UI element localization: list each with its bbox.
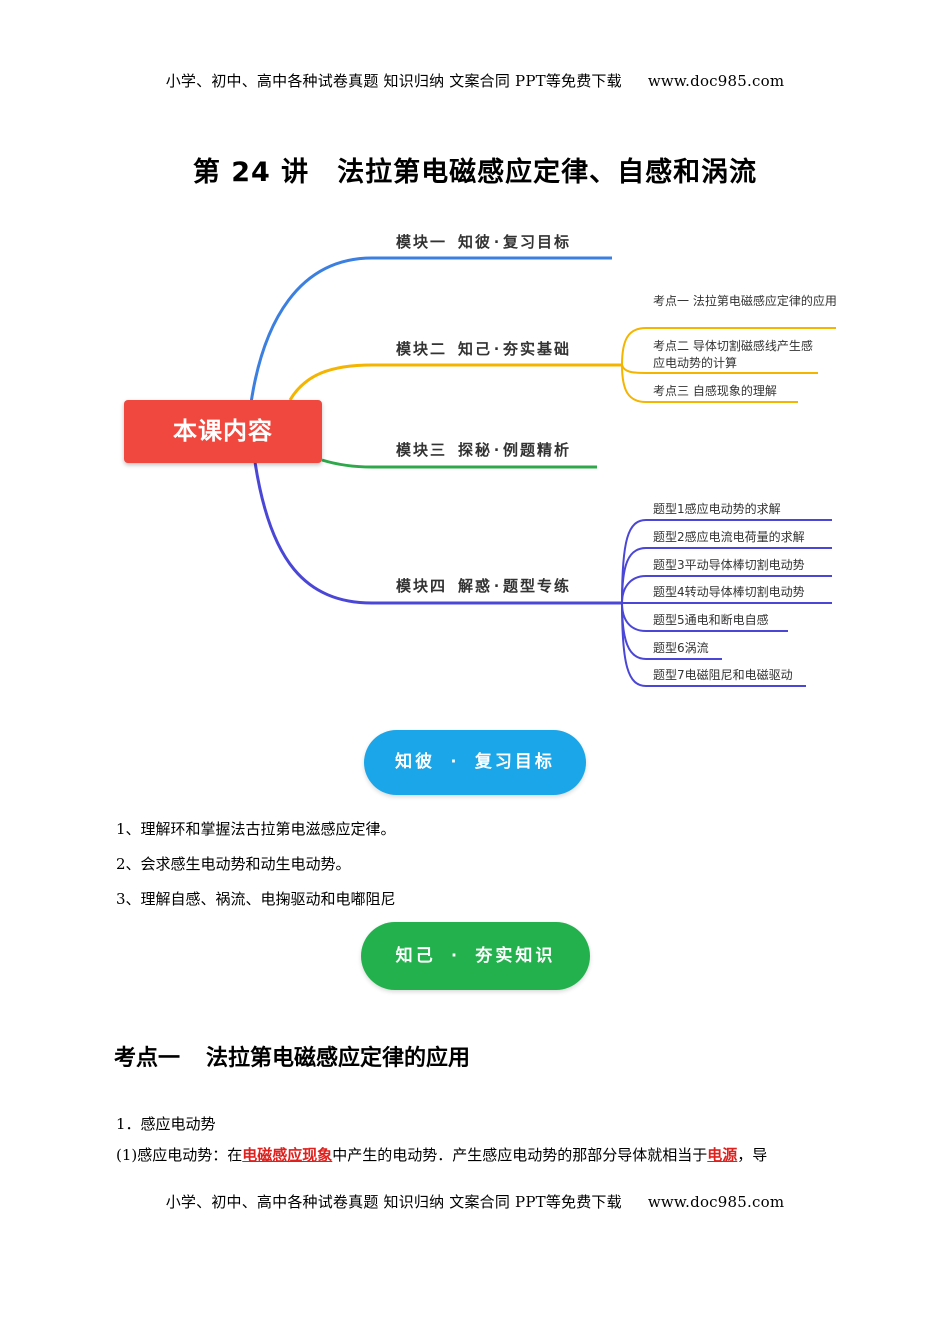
section-title: 法拉第电磁感应定律的应用 — [206, 1046, 471, 1071]
module-2-item-2: 考点二 导体切割磁感线产生感应电动势的计算 — [653, 339, 813, 370]
module-3-label: 模块三 探秘·例题精析 — [396, 441, 572, 459]
title-topic: 法拉第电磁感应定律、自感和涡流 — [337, 157, 758, 188]
title-lecture: 第 24 讲 — [192, 157, 310, 188]
module-2-item-1: 考点一 法拉第电磁感应定律的应用 — [653, 294, 837, 308]
module-2-item-3: 考点三 自感现象的理解 — [653, 384, 777, 398]
paragraph-text: ，导 — [737, 1146, 768, 1164]
goal-item-3: 3、理解自感、祸流、电掬驱动和电嘟阻尼 — [116, 890, 396, 908]
mind-map-connectors — [248, 256, 836, 687]
module-4-item-7: 题型7电磁阻尼和电磁驱动 — [653, 668, 793, 682]
mind-map: 本课内容 模块一 知彼·复习目标 模块二 知己·夯实基础 模块三 探秘·例题精析… — [124, 233, 837, 687]
mind-map-center-node: 本课内容 — [124, 400, 322, 463]
page-title: 第 24 讲法拉第电磁感应定律、自感和涡流 — [0, 150, 950, 189]
footer-site-link[interactable]: www.doc985.com — [647, 1193, 785, 1211]
module-2-label: 模块二 知己·夯实基础 — [396, 340, 572, 358]
module-4-item-3: 题型3平动导体棒切割电动势 — [653, 558, 805, 572]
foundation-banner: 知己 · 夯实知识 — [361, 922, 590, 990]
module-4-item-1: 题型1感应电动势的求解 — [653, 502, 781, 516]
module-1-label: 模块一 知彼·复习目标 — [396, 233, 572, 251]
footer-text: 小学、初中、高中各种试卷真题 知识归纳 文案合同 PPT等免费下载 — [165, 1193, 622, 1211]
module-4-item-2: 题型2感应电流电荷量的求解 — [653, 530, 805, 544]
branch-module-4 — [253, 461, 622, 605]
goal-item-2: 2、会求感生电动势和动生电动势。 — [116, 855, 351, 873]
branch-module-3 — [321, 458, 597, 469]
paragraph-emf: (1)感应电动势：在电磁感应现象中产生的电动势．产生感应电动势的那部分导体就相当… — [116, 1144, 767, 1165]
review-goals-banner: 知彼 · 复习目标 — [364, 730, 586, 795]
section-heading: 考点一法拉第电磁感应定律的应用 — [114, 1040, 470, 1072]
module-4-item-4: 题型4转动导体棒切割电动势 — [653, 585, 805, 599]
section-label: 考点一 — [114, 1046, 181, 1071]
page-header: 小学、初中、高中各种试卷真题 知识归纳 文案合同 PPT等免费下载 www.doc… — [0, 70, 950, 91]
paragraph-text: (1)感应电动势：在 — [116, 1146, 243, 1164]
subheading-emf: 1．感应电动势 — [116, 1115, 216, 1133]
module-4-item-5: 题型5通电和断电自感 — [653, 613, 769, 627]
highlight-term: 电源 — [707, 1146, 738, 1164]
module-4-label: 模块四 解惑·题型专练 — [396, 577, 572, 595]
header-site-link[interactable]: www.doc985.com — [647, 72, 785, 90]
branch-module-2 — [288, 363, 622, 401]
page-footer: 小学、初中、高中各种试卷真题 知识归纳 文案合同 PPT等免费下载 www.doc… — [0, 1191, 950, 1212]
goal-item-1: 1、理解环和掌握法古拉第电滋感应定律。 — [116, 820, 396, 838]
paragraph-text: 中产生的电动势．产生感应电动势的那部分导体就相当于 — [332, 1146, 708, 1164]
branch-module-1 — [248, 256, 612, 411]
header-text: 小学、初中、高中各种试卷真题 知识归纳 文案合同 PPT等免费下载 — [165, 72, 622, 90]
highlight-term: 电磁感应现象 — [242, 1146, 333, 1164]
module-4-item-6: 题型6涡流 — [653, 641, 709, 655]
